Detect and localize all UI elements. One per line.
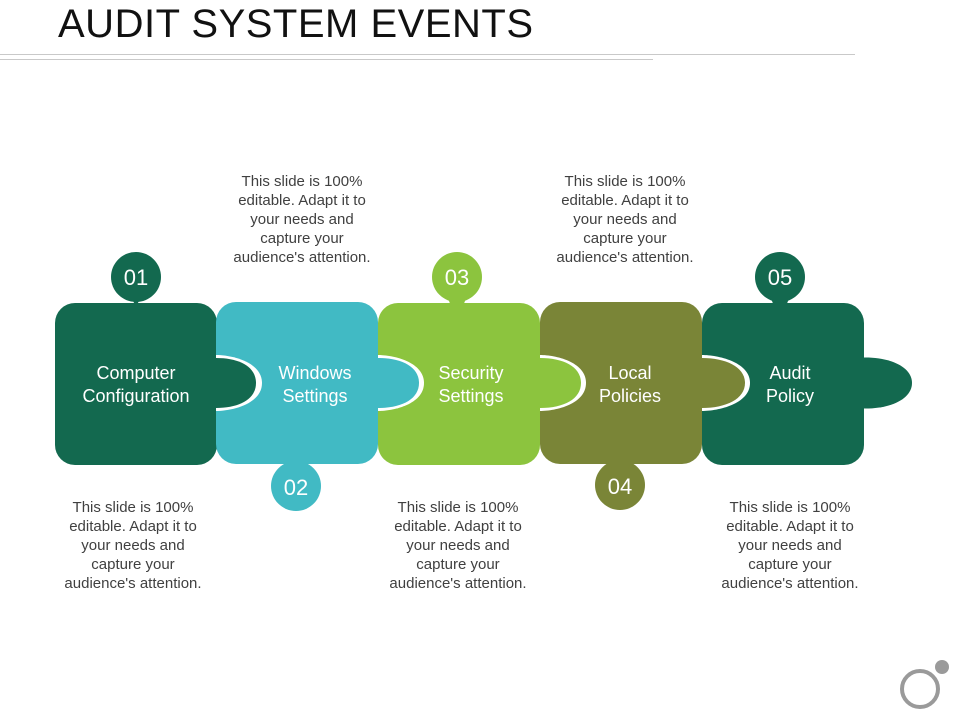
desc-line: audience's attention. [64, 575, 202, 592]
piece-body-04 [540, 302, 702, 464]
connector-tab-02-overlay [378, 358, 419, 408]
desc-line: capture your [416, 556, 500, 573]
desc-line: This slide is 100% [72, 499, 194, 516]
step-label-04-line1: Local [608, 363, 651, 383]
desc-line: editable. Adapt it to [69, 518, 197, 535]
piece-body-05 [702, 303, 864, 465]
piece-body-02 [216, 302, 378, 464]
desc-line: editable. Adapt it to [238, 192, 366, 209]
connector-tab-03-overlay [540, 358, 581, 408]
step-description-05: This slide is 100% editable. Adapt it to… [705, 498, 875, 593]
desc-line: your needs and [738, 537, 842, 554]
desc-line: your needs and [406, 537, 510, 554]
desc-line: This slide is 100% [729, 499, 851, 516]
step-number-05: 05 [768, 265, 792, 290]
step-label-05-line1: Audit [769, 363, 810, 383]
step-label-04-line2: Policies [599, 386, 661, 406]
step-label-01-line2: Configuration [82, 386, 189, 406]
connector-tab-01-overlay [216, 358, 256, 408]
step-label-03-line1: Security [438, 363, 503, 383]
step-label-02-line2: Settings [282, 386, 347, 406]
tab-bulb-05 [755, 252, 805, 302]
desc-line: your needs and [573, 211, 677, 228]
tab-bulb-01 [111, 252, 161, 302]
desc-line: audience's attention. [389, 575, 527, 592]
desc-line: your needs and [250, 211, 354, 228]
step-description-03: This slide is 100% editable. Adapt it to… [373, 498, 543, 593]
step-description-04: This slide is 100% editable. Adapt it to… [540, 172, 710, 267]
puzzle-piece-05: 05 Audit Policy [702, 252, 912, 465]
step-label-05-line2: Policy [766, 386, 814, 406]
piece-body-03 [378, 303, 540, 465]
piece-body-01 [55, 303, 217, 465]
desc-line: your needs and [81, 537, 185, 554]
desc-line: audience's attention. [233, 249, 371, 266]
connector-tab-05 [855, 357, 912, 409]
desc-line: editable. Adapt it to [561, 192, 689, 209]
step-label-01-line1: Computer [96, 363, 175, 383]
tab-bulb-02 [271, 461, 321, 511]
step-label-02-line1: Windows [278, 363, 351, 383]
step-number-04: 04 [608, 474, 632, 499]
puzzle-piece-01: 01 Computer Configuration [55, 252, 258, 465]
desc-line: editable. Adapt it to [726, 518, 854, 535]
title-divider-short [0, 59, 653, 60]
step-label-03-line2: Settings [438, 386, 503, 406]
desc-line: capture your [583, 230, 667, 247]
title-divider-long [0, 54, 855, 55]
slide-title: AUDIT SYSTEM EVENTS [58, 2, 534, 46]
desc-line: capture your [748, 556, 832, 573]
connector-tab-04-overlay [702, 358, 745, 408]
step-description-02: This slide is 100% editable. Adapt it to… [217, 172, 387, 267]
step-number-02: 02 [284, 475, 308, 500]
step-number-03: 03 [445, 265, 469, 290]
desc-line: audience's attention. [721, 575, 859, 592]
desc-line: This slide is 100% [241, 173, 363, 190]
tab-bulb-03 [432, 252, 482, 302]
step-description-01: This slide is 100% editable. Adapt it to… [48, 498, 218, 593]
desc-line: This slide is 100% [397, 499, 519, 516]
desc-line: capture your [260, 230, 344, 247]
tab-bulb-04 [595, 460, 645, 510]
desc-line: This slide is 100% [564, 173, 686, 190]
step-number-01: 01 [124, 265, 148, 290]
desc-line: editable. Adapt it to [394, 518, 522, 535]
desc-line: audience's attention. [556, 249, 694, 266]
desc-line: capture your [91, 556, 175, 573]
ring-logo-icon [900, 660, 949, 709]
